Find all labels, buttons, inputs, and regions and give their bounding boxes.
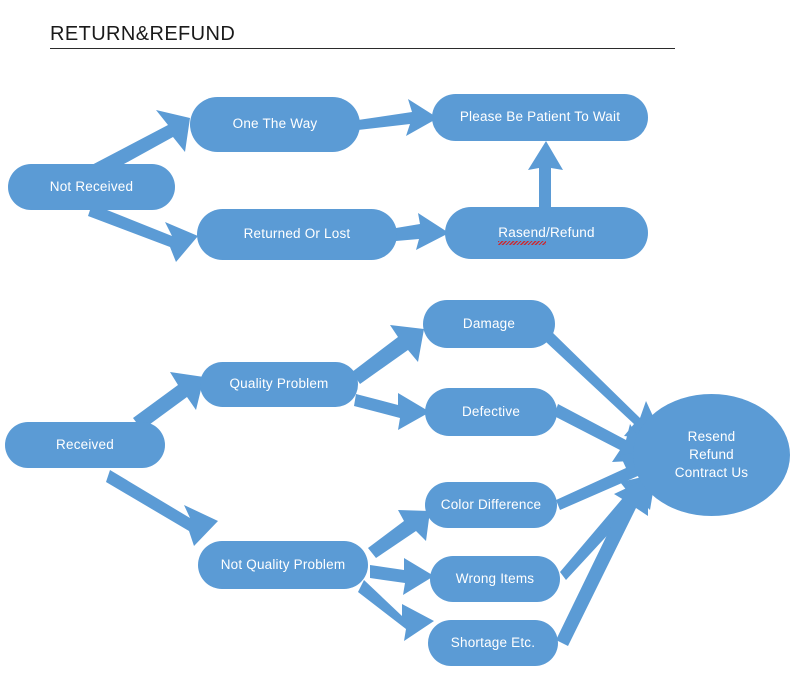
page-title-block: RETURN&REFUND [50, 24, 680, 49]
node-received[interactable]: Received [5, 422, 165, 468]
node-defective-label: Defective [461, 403, 521, 419]
node-damage[interactable]: Damage [423, 300, 555, 348]
arrow-received-to-not-quality-problem [106, 470, 218, 546]
node-please-be-patient-to-wait[interactable]: Please Be Patient To Wait [432, 94, 648, 141]
node-returned-or-lost[interactable]: Returned Or Lost [197, 209, 397, 260]
node-shortage-etc[interactable]: Shortage Etc. [428, 620, 558, 666]
arrow-not-quality-problem-to-shortage-etc [358, 580, 434, 641]
misspelled-word-rasend: Rasend [498, 224, 546, 246]
arrow-wrong-items-to-resolution [560, 474, 656, 580]
node-damage-label: Damage [462, 315, 516, 331]
node-one-the-way-label: One The Way [232, 116, 318, 132]
arrow-one-the-way-to-please-be-patient [358, 99, 438, 136]
node-rasend-refund[interactable]: Rasend/Refund [445, 207, 648, 259]
node-wrong-items[interactable]: Wrong Items [430, 556, 560, 602]
arrow-not-quality-problem-to-color-difference [368, 510, 430, 558]
node-resolution-line-1: Resend [687, 428, 736, 444]
node-resolution[interactable]: Resend Refund Contract Us [633, 394, 790, 516]
node-one-the-way[interactable]: One The Way [190, 97, 360, 152]
node-not-quality-problem[interactable]: Not Quality Problem [198, 541, 368, 589]
title-underline-rule [50, 48, 675, 49]
node-color-difference[interactable]: Color Difference [425, 482, 557, 528]
node-wrong-items-label: Wrong Items [455, 570, 535, 586]
arrow-not-received-to-returned-or-lost [88, 204, 198, 262]
node-quality-problem-label: Quality Problem [229, 376, 329, 392]
arrow-quality-problem-to-damage [352, 325, 424, 384]
arrow-not-quality-problem-to-wrong-items [370, 558, 434, 595]
node-not-received[interactable]: Not Received [8, 164, 175, 210]
node-color-difference-label: Color Difference [440, 496, 542, 512]
node-resolution-line-3: Contract Us [674, 465, 749, 481]
node-rasend-refund-label-rest: /Refund [546, 224, 595, 240]
arrow-rasend-refund-to-please-be-patient [528, 141, 563, 210]
node-quality-problem[interactable]: Quality Problem [200, 362, 358, 407]
arrow-returned-or-lost-to-rasend-refund [396, 213, 449, 250]
arrow-shortage-etc-to-resolution [556, 478, 648, 646]
page-title: RETURN&REFUND [50, 23, 236, 45]
node-not-received-label: Not Received [49, 178, 134, 194]
node-defective[interactable]: Defective [425, 388, 557, 436]
node-shortage-etc-label: Shortage Etc. [450, 634, 536, 650]
node-received-label: Received [56, 436, 114, 452]
node-returned-or-lost-label: Returned Or Lost [243, 226, 351, 242]
node-resolution-line-2: Refund [689, 446, 734, 462]
node-rasend-refund-label: Rasend/Refund [498, 224, 595, 246]
node-please-be-patient-to-wait-label: Please Be Patient To Wait [459, 109, 621, 125]
node-not-quality-problem-label: Not Quality Problem [220, 556, 346, 572]
arrow-quality-problem-to-defective [354, 393, 430, 430]
